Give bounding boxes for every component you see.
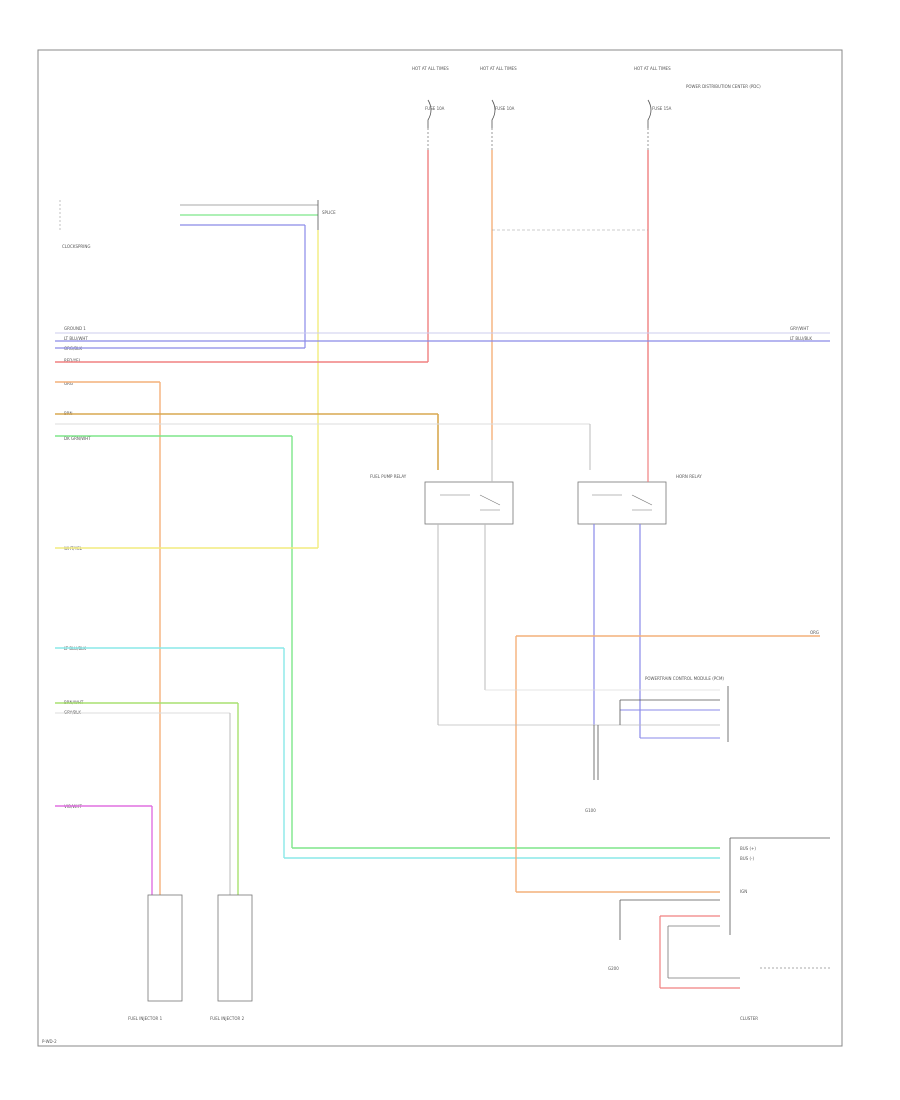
fuse-block-3-label: HOT AT ALL TIMES [634,66,671,71]
fuse-block-2-fuse: FUSE 10A [495,106,515,111]
relay-fuel-pump: FUEL PUMP RELAY [370,440,514,725]
fuel-injector-1: FUEL INJECTOR 1 [128,894,183,1021]
ground-g200: G200 [608,966,619,971]
clockspring-connector: CLOCKSPRING SPLICE [59,200,336,249]
fuse-block-3: HOT AT ALL TIMES FUSE 15A POWER DISTRIBU… [634,66,761,150]
clockspring-label: CLOCKSPRING [62,244,90,249]
svg-text:SPLICE: SPLICE [322,210,336,215]
conn-left-1: GROUND 1 [64,326,86,331]
fuse-block-3-fuse: FUSE 15A [652,106,672,111]
diagram-frame [37,49,843,1047]
cluster-module: BUS (+) BUS (-) IGN CLUSTER [619,837,830,1021]
injector-1-label: FUEL INJECTOR 1 [128,1016,163,1021]
wire-label-org: ORG [64,381,73,386]
fuse-block-1: HOT AT ALL TIMES FUSE 10A [412,66,449,150]
fuse-block-1-fuse: FUSE 10A [425,106,445,111]
pcm-connector: POWERTRAIN CONTROL MODULE (PCM) [438,676,729,742]
fuse-block-2-label: HOT AT ALL TIMES [480,66,517,71]
svg-text:GRY/WHT: GRY/WHT [790,326,809,331]
ground-2-label: G200 [608,966,619,971]
svg-text:ORG: ORG [810,630,819,635]
relay-horn: HORN RELAY [577,440,702,738]
pcm-label: POWERTRAIN CONTROL MODULE (PCM) [645,676,724,681]
relay-2-label: HORN RELAY [676,474,702,479]
page-id: P-WD-2 [42,1039,57,1044]
svg-text:LT BLU/BLK: LT BLU/BLK [790,336,812,341]
svg-text:BUS (+): BUS (+) [740,846,756,851]
svg-text:BUS (-): BUS (-) [740,856,754,861]
svg-text:IGN: IGN [740,889,747,894]
bus-lines: GROUND 1 LT BLU/WHT ORG/BLK RED/YEL GRY/… [55,326,830,363]
fuel-injector-2: FUEL INJECTOR 2 [210,894,253,1021]
fuse-block-3-note: POWER DISTRIBUTION CENTER (PDC) [686,84,761,89]
conn-left-2: LT BLU/WHT [64,336,88,341]
fuse-block-1-label: HOT AT ALL TIMES [412,66,449,71]
ground-1-label: G100 [585,808,596,813]
ground-g100: G100 [585,725,599,813]
conn-left-4: RED/YEL [64,358,82,363]
cluster-label: CLUSTER [740,1016,758,1021]
wire-label-dkgrn: DK GRN/WHT [64,436,91,441]
fuse-block-2: HOT AT ALL TIMES FUSE 10A [480,66,517,150]
injector-2-label: FUEL INJECTOR 2 [210,1016,245,1021]
relay-1-label: FUEL PUMP RELAY [370,474,407,479]
